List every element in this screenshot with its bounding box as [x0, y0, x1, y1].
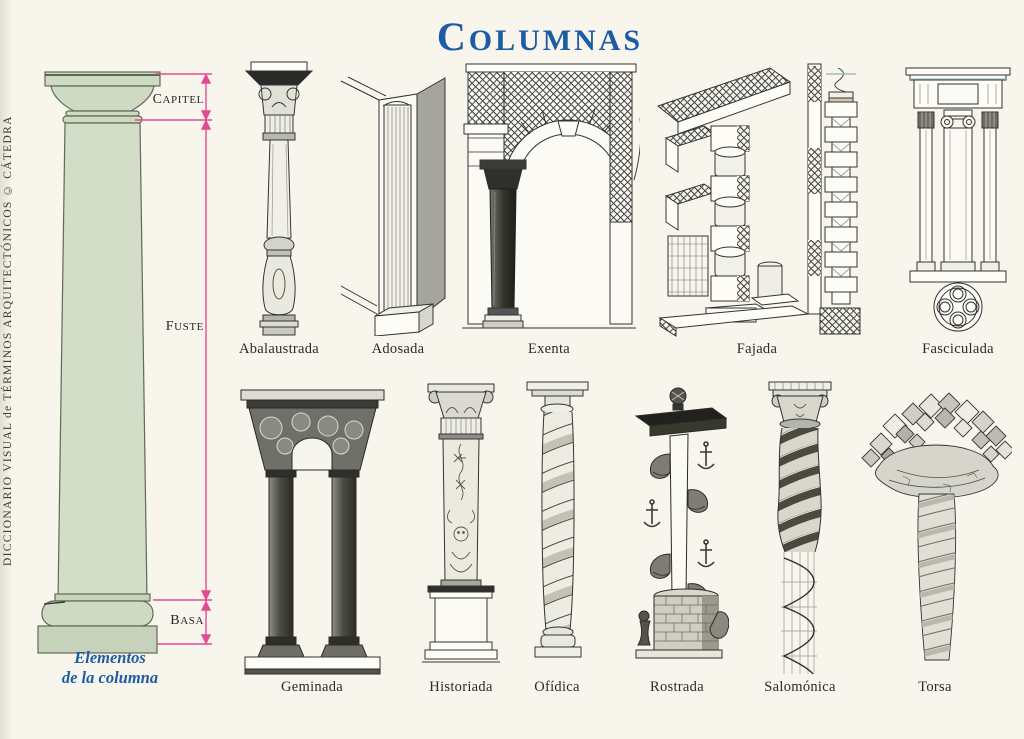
figure-label: Fasciculada — [922, 341, 994, 357]
label-capitel: CAPITEL — [152, 92, 204, 107]
figure-label: Salomónica — [764, 679, 836, 695]
figure-fasciculada: Fasciculada — [897, 60, 1019, 358]
figure-label: Geminada — [281, 679, 343, 695]
caption-line-2: de la columna — [61, 668, 159, 688]
ofidica-illustration — [526, 381, 588, 658]
figure-exenta: Exenta — [456, 60, 642, 358]
figure-label: Rostrada — [650, 679, 704, 695]
fasciculada-illustration — [905, 67, 1011, 332]
rostrada-illustration — [634, 387, 729, 659]
imprint-vertical-text: DICCIONARIO VISUAL de TÉRMINOS ARQUITECT… — [2, 115, 14, 567]
torsa-illustration — [860, 392, 1012, 661]
figure-rostrada: Rostrada — [623, 380, 731, 696]
figure-salomonica: Salomónica — [750, 380, 850, 696]
abalaustrada-illustration — [244, 61, 314, 336]
figure-label: Fajada — [736, 341, 778, 357]
green-column — [37, 71, 161, 654]
figure-label: Ofídica — [534, 679, 580, 695]
figure-label: Abalaustrada — [238, 341, 320, 357]
label-fuste: FUSTE — [165, 319, 204, 334]
caption-line-1: Elementos — [74, 648, 146, 667]
dimension-lines — [135, 73, 212, 645]
adosada-illustration — [340, 76, 446, 336]
figure-label: Historiada — [429, 679, 493, 695]
fajada-illustration — [656, 63, 861, 337]
figure-ofidica: Ofídica — [511, 380, 603, 696]
geminada-illustration — [240, 389, 384, 675]
figure-historiada: Historiada — [413, 380, 509, 696]
figure-abalaustrada: Abalaustrada — [231, 60, 327, 358]
figure-label: Adosada — [371, 341, 425, 357]
exenta-illustration — [462, 63, 640, 329]
rock-foliage — [860, 392, 1012, 468]
column-elements-illustration — [37, 71, 212, 654]
figure-geminada: Geminada — [231, 380, 393, 696]
figure-label: Exenta — [527, 341, 571, 357]
figure-fajada: Fajada — [650, 60, 864, 358]
figure-adosada: Adosada — [337, 60, 459, 358]
figure-torsa: Torsa — [855, 380, 1015, 696]
label-basa: BASA — [170, 613, 204, 628]
historiada-illustration — [422, 383, 500, 663]
page-title: COLUMNAS — [436, 14, 644, 59]
salomonica-illustration — [768, 381, 832, 675]
figure-label: Torsa — [918, 679, 952, 695]
elements-caption: Elementos de la columna — [28, 648, 192, 688]
